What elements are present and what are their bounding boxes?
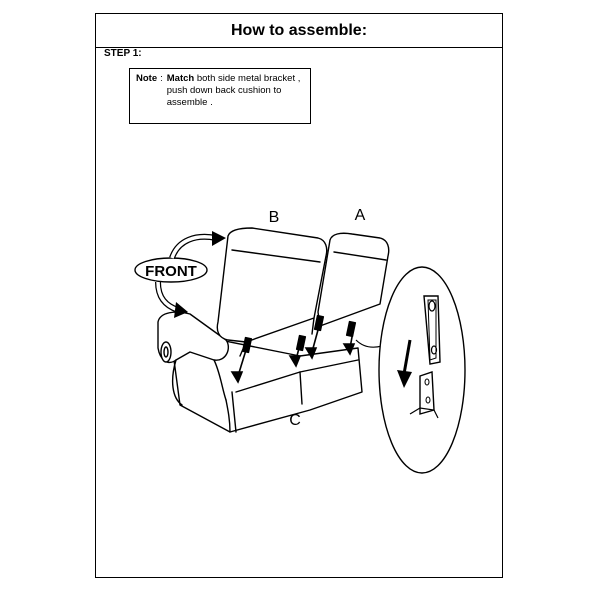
note-bold-word: Match — [166, 73, 195, 84]
title-bar: How to assemble: — [96, 14, 502, 48]
note-text: Match both side metal bracket , push dow… — [167, 73, 304, 109]
note-body: both side metal bracket , push down back… — [166, 73, 301, 108]
page-title: How to assemble: — [230, 21, 368, 39]
label-c: C — [289, 412, 301, 429]
back-cushion-b — [216, 227, 328, 343]
note-box: Note : Match both side metal bracket , p… — [129, 68, 311, 124]
label-front: FRONT — [145, 263, 197, 280]
label-a: A — [355, 207, 366, 224]
instruction-frame: How to assemble: STEP 1: Note : Match bo… — [95, 13, 503, 578]
label-b: B — [269, 209, 280, 226]
front-callout — [134, 231, 226, 318]
bracket-detail — [378, 266, 466, 474]
back-cushion-a — [317, 232, 390, 327]
note-label: Note — [136, 73, 158, 84]
step-label: STEP 1: — [104, 48, 142, 59]
